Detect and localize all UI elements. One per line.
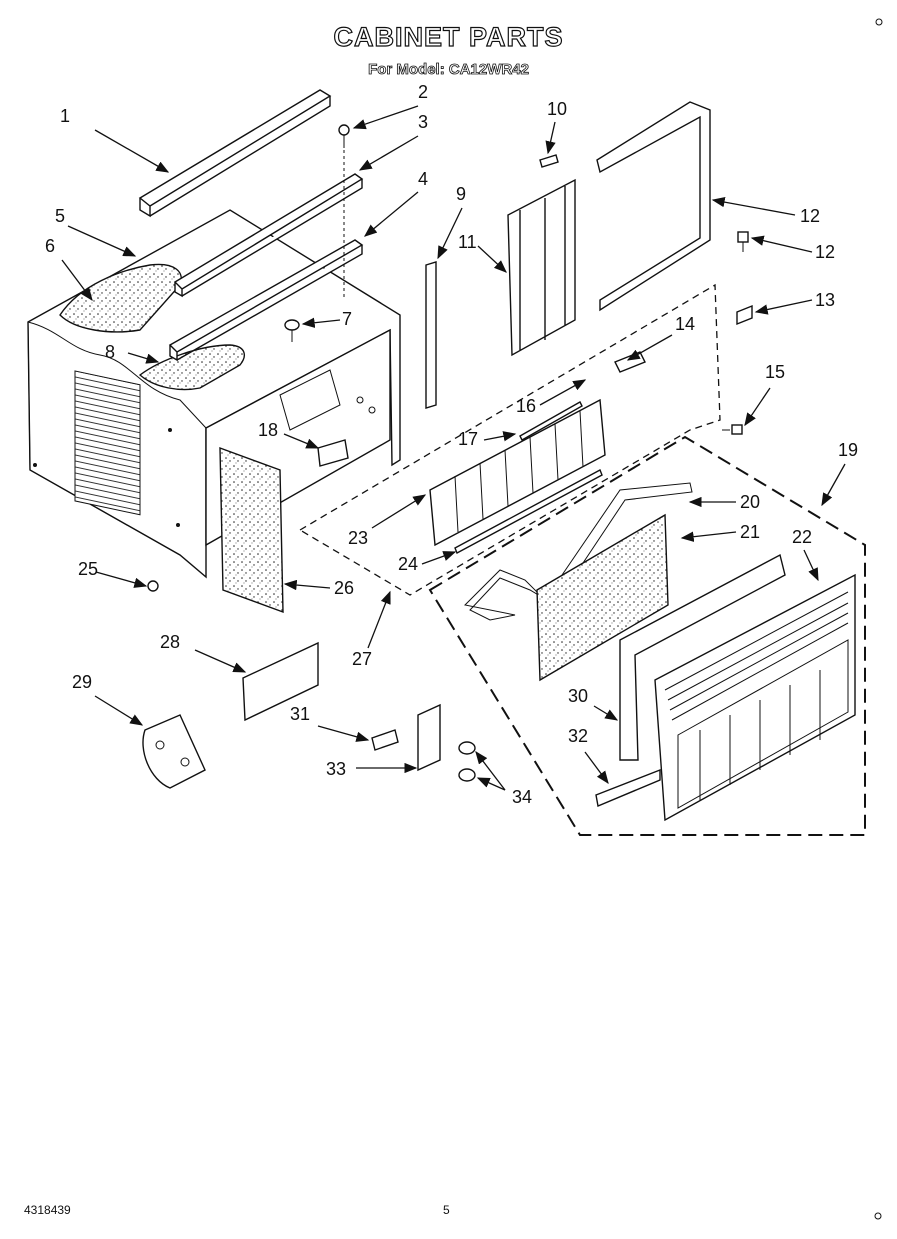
mounting-bracket-part-26 [142,714,206,789]
front-assembly-outline-part-32 [428,435,866,836]
top-insulation-part-31 [59,263,182,333]
callout-number: 31 [290,704,310,724]
callout-number: 23 [348,528,368,548]
callout-number: 10 [547,99,567,119]
bracket-part-15 [417,703,441,772]
assembly-outline-part-11 [298,283,721,596]
callout-number: 24 [398,554,418,574]
callout-number: 28 [160,632,180,652]
callout-number: 20 [740,492,760,512]
callout-number: 7 [342,309,352,329]
screw-part-33 [722,424,743,435]
link-part-14 [614,351,646,373]
model-subtitle: For Model: CA12WR42 [368,61,530,79]
callout-number: 6 [45,236,55,256]
top-insulation-part-20 [138,344,246,391]
corner-mark [874,1212,882,1220]
callout-number: 32 [568,726,588,746]
callout-number: 2 [418,82,428,102]
callout-number: 16 [516,396,536,416]
side-curtain-part-8 [507,178,576,357]
filter-frame-part-21 [463,482,693,621]
panel-part-34 [242,641,319,722]
rail-part-4 [168,239,364,362]
side-bracket-part-9 [425,261,437,409]
screw-part-3 [147,580,159,592]
document-code: 4318439 [24,1203,71,1217]
bracket-part-29 [736,304,753,326]
callout-number: 11 [458,232,477,252]
callout-number: 30 [568,686,588,706]
callout-number: 12 [800,206,820,226]
callout-number: 8 [105,342,115,362]
callout-number: 3 [418,112,428,132]
filter-part-23 [536,513,669,682]
callout-number: 33 [326,759,346,779]
screw-part-28 [737,231,749,252]
callout-number: 14 [675,314,695,334]
callout-number: 34 [512,787,532,807]
corner-mark [875,18,883,26]
callout-number: 26 [334,578,354,598]
screw-part-6 [338,124,350,148]
block-part-16 [371,729,399,751]
clip-part-1 [284,319,300,342]
strip-part-24 [595,768,661,807]
callout-number: 12 [815,242,835,262]
callout-number: 19 [838,440,858,460]
callout-number: 22 [792,527,812,547]
callout-number: 15 [765,362,785,382]
callout-number: 27 [352,649,372,669]
side-insulation-part-22 [219,446,284,614]
callout-number: 13 [815,290,835,310]
callout-number: 17 [458,429,478,449]
fastener-part-17 [458,741,476,782]
louver-rod-part-13 [519,401,583,441]
gasket-part-25 [619,553,786,761]
page-number: 5 [443,1203,450,1217]
curtain-frame-part-7 [596,101,711,312]
callout-number: 1 [60,106,70,126]
front-grille-part-19 [654,573,856,822]
callout-number: 4 [418,169,428,189]
callout-number: 29 [72,672,92,692]
rail-part-30 [138,89,332,218]
callout-number: 25 [78,559,98,579]
callout-number: 9 [456,184,466,204]
callout-number: 21 [740,522,760,542]
page-title: CABINET PARTS [333,21,564,52]
clip-part-18 [317,439,349,467]
louver-rod-part-27 [454,469,603,554]
callout-labels: 1 2 3 4 5 6 7 8 9 10 11 12 12 13 14 15 1 [45,82,858,807]
pin-part-10 [539,154,559,168]
callout-number: 5 [55,206,65,226]
rail-part-5 [173,173,364,298]
callout-number: 18 [258,420,278,440]
louver-assembly-part-12 [429,398,606,547]
